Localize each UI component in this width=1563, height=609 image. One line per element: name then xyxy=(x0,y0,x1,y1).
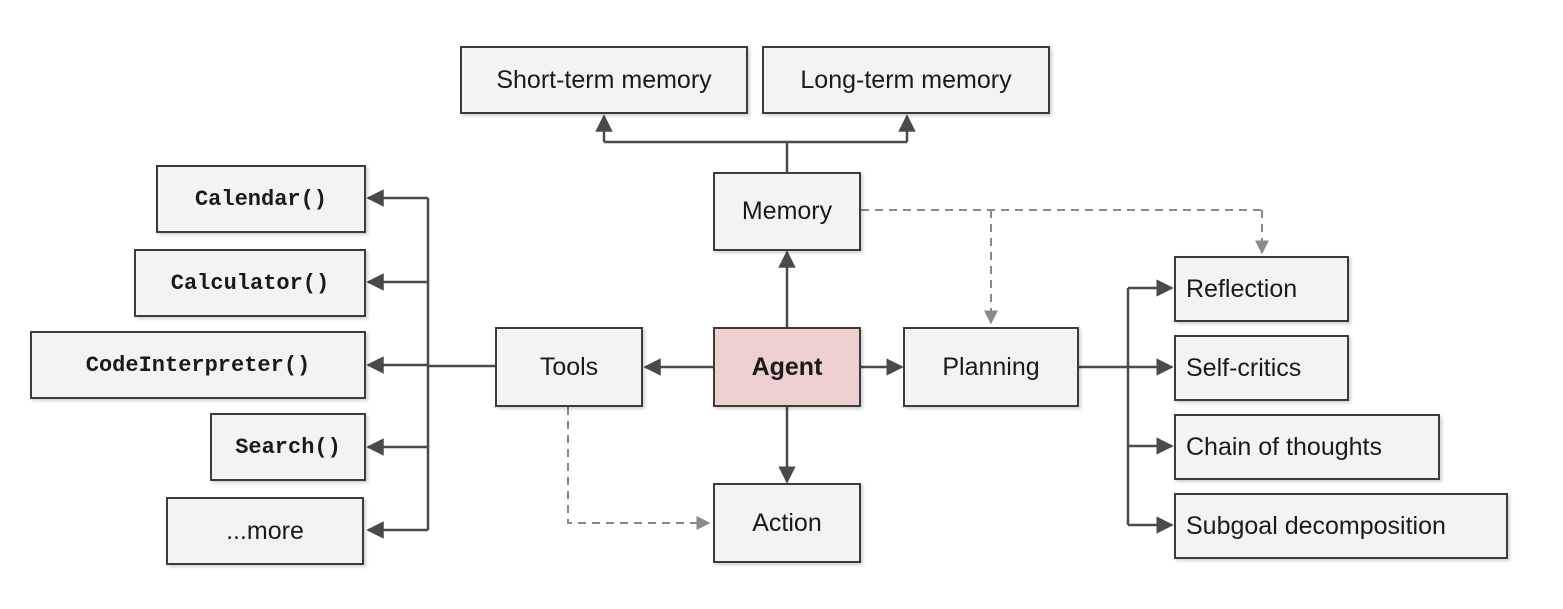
tool-codeinterpreter-node: CodeInterpreter() xyxy=(30,331,366,399)
tool-search-node: Search() xyxy=(210,413,366,481)
tool-codeinterpreter-label: CodeInterpreter() xyxy=(85,352,311,378)
long-term-memory-label: Long-term memory xyxy=(800,65,1012,94)
tool-calculator-node: Calculator() xyxy=(134,249,366,317)
planning-chain-of-thoughts-node: Chain of thoughts xyxy=(1174,414,1440,480)
planning-subgoal-decomposition-node: Subgoal decomposition xyxy=(1174,493,1508,559)
short-term-memory-label: Short-term memory xyxy=(496,65,712,94)
tool-calculator-label: Calculator() xyxy=(170,270,330,296)
tools-label: Tools xyxy=(539,352,599,381)
agent-label: Agent xyxy=(751,352,823,381)
action-node: Action xyxy=(713,483,861,563)
planning-subgoal-decomposition-label: Subgoal decomposition xyxy=(1186,511,1446,540)
action-label: Action xyxy=(752,508,822,537)
memory-label: Memory xyxy=(741,197,833,225)
planning-chain-of-thoughts-label: Chain of thoughts xyxy=(1186,432,1382,461)
tool-calendar-label: Calendar() xyxy=(194,186,328,212)
planning-branch-connector xyxy=(1078,279,1174,534)
tool-more-label: ...more xyxy=(226,516,304,545)
planning-reflection-node: Reflection xyxy=(1174,256,1349,322)
planning-self-critics-label: Self-critics xyxy=(1186,353,1302,382)
tools-node: Tools xyxy=(495,327,643,407)
planning-node: Planning xyxy=(903,327,1079,407)
tool-more-node: ...more xyxy=(166,497,364,565)
tool-calendar-node: Calendar() xyxy=(156,165,366,233)
memory-dashed-connector xyxy=(861,209,1269,325)
tool-search-label: Search() xyxy=(235,434,341,460)
memory-branch-connector xyxy=(595,114,916,172)
long-term-memory-node: Long-term memory xyxy=(762,46,1050,114)
planning-self-critics-node: Self-critics xyxy=(1174,335,1349,401)
planning-label: Planning xyxy=(942,352,1040,381)
memory-node: Memory xyxy=(713,172,861,251)
short-term-memory-node: Short-term memory xyxy=(460,46,748,114)
tools-to-action-dashed-arrow xyxy=(567,407,711,530)
agent-node: Agent xyxy=(713,327,861,407)
planning-reflection-label: Reflection xyxy=(1186,274,1298,303)
tools-branch-connector xyxy=(366,189,496,539)
